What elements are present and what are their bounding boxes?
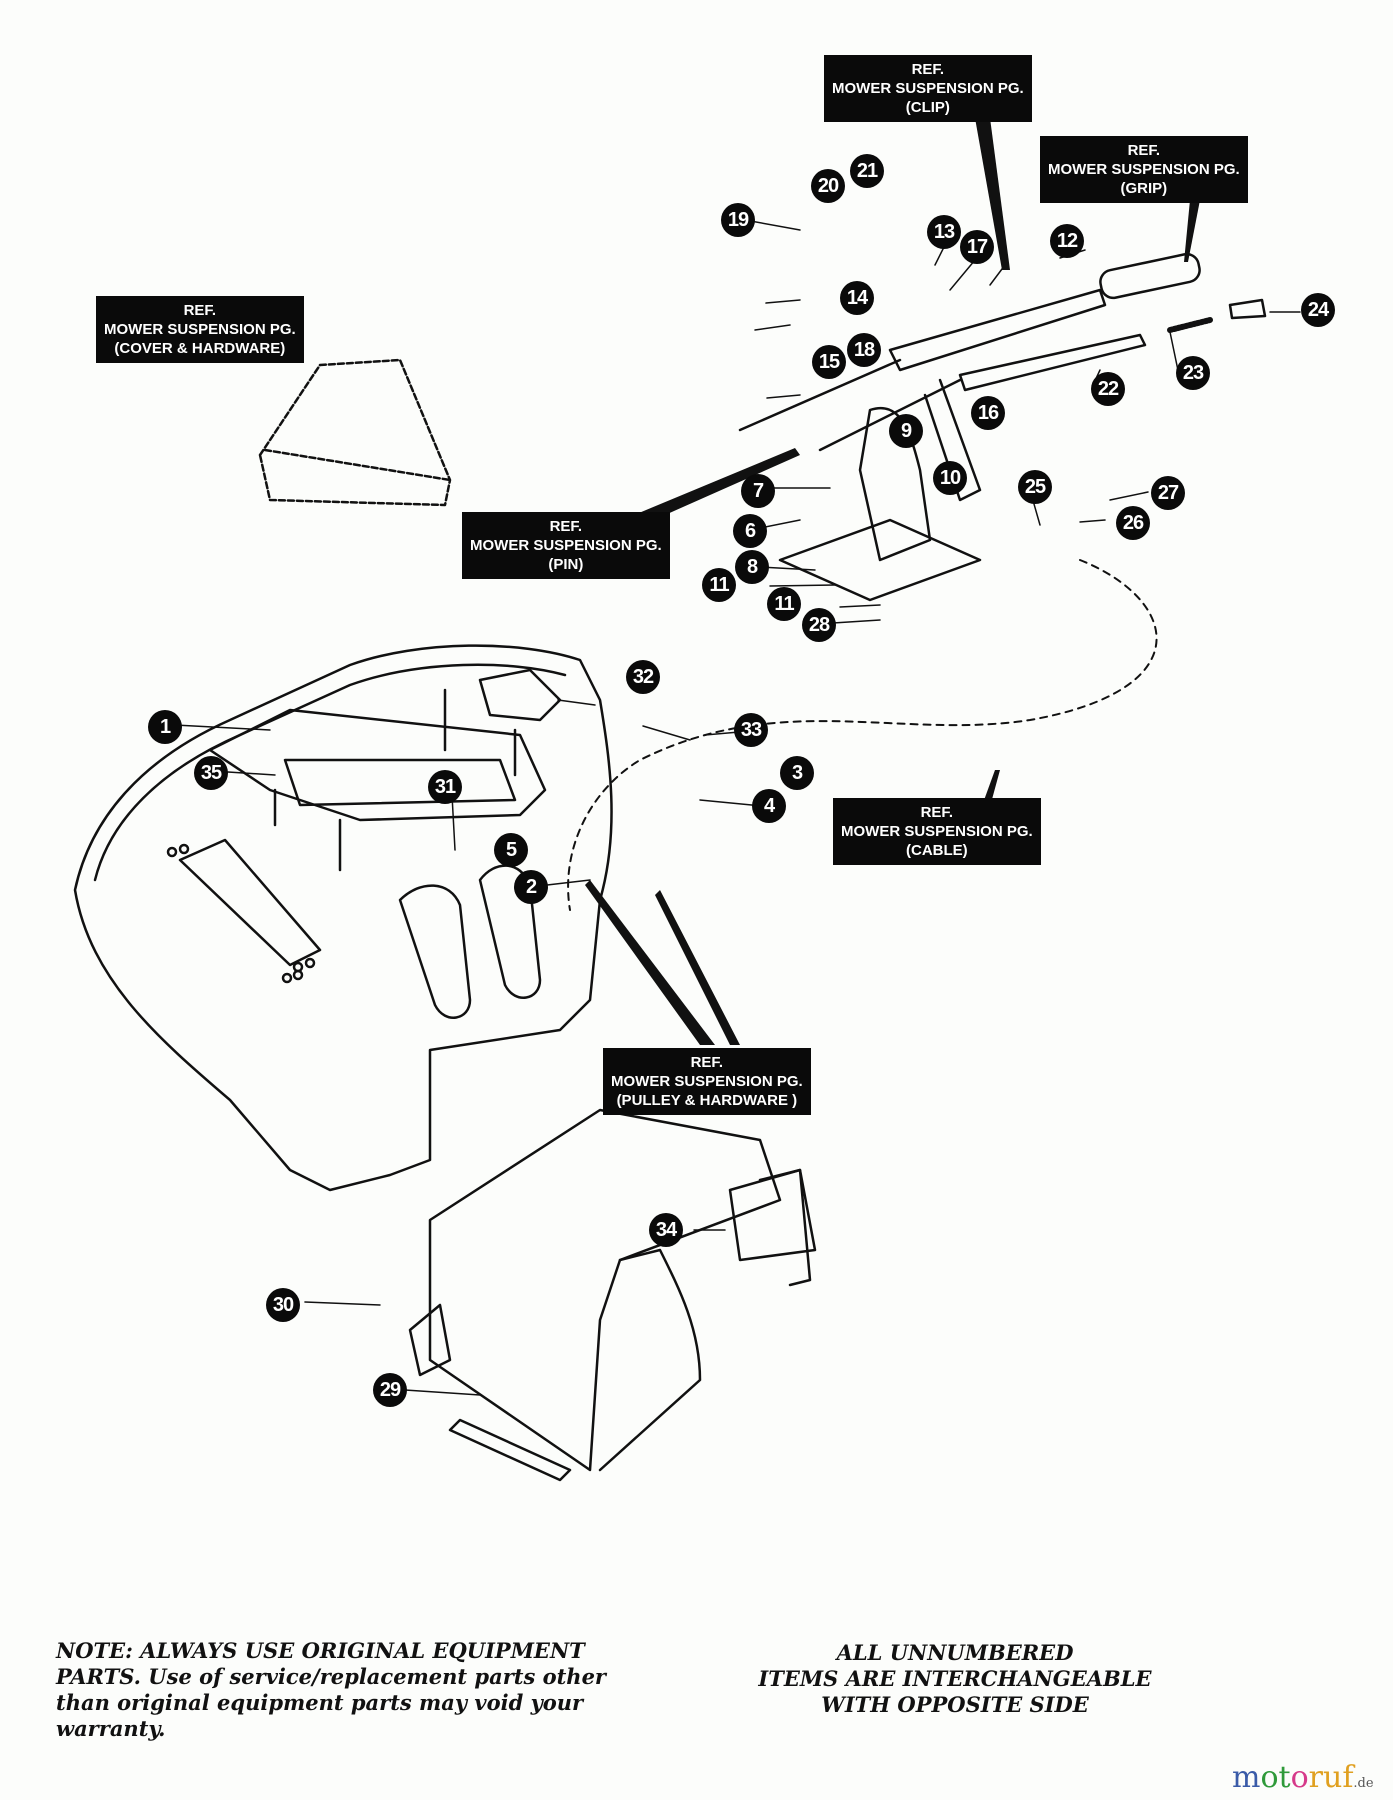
bracket-drawing <box>408 1108 817 1482</box>
ref-grip-line1: REF. <box>1127 142 1161 159</box>
ref-cover-line2: MOWER SUSPENSION PG. <box>104 321 296 338</box>
ref-grip-line2: MOWER SUSPENSION PG. <box>1048 161 1240 178</box>
callout-3[interactable]: 3 <box>780 756 814 790</box>
ref-box-cover[interactable]: REF. MOWER SUSPENSION PG. (COVER & HARDW… <box>96 296 304 363</box>
callout-24[interactable]: 24 <box>1301 293 1335 327</box>
callout-11a[interactable]: 11 <box>702 568 736 602</box>
ref-box-pulley[interactable]: REF. MOWER SUSPENSION PG. (PULLEY & HARD… <box>603 1048 811 1115</box>
callout-26[interactable]: 26 <box>1116 506 1150 540</box>
ref-pin-line1: REF. <box>549 518 583 535</box>
callout-16[interactable]: 16 <box>971 396 1005 430</box>
callout-23[interactable]: 23 <box>1176 356 1210 390</box>
interchangeable-note: ALL UNNUMBERED ITEMS ARE INTERCHANGEABLE… <box>730 1640 1180 1718</box>
ref-pulley-line1: REF. <box>690 1054 724 1071</box>
callout-2[interactable]: 2 <box>514 870 548 904</box>
reference-pointers[interactable] <box>585 118 1200 1045</box>
watermark-letter: m <box>1232 1760 1261 1795</box>
callout-8[interactable]: 8 <box>735 550 769 584</box>
callout-10[interactable]: 10 <box>933 461 967 495</box>
callout-18[interactable]: 18 <box>847 333 881 367</box>
callout-25[interactable]: 25 <box>1018 470 1052 504</box>
ref-cable-line2: MOWER SUSPENSION PG. <box>841 823 1033 840</box>
callout-5[interactable]: 5 <box>494 833 528 867</box>
ref-clip-line2: MOWER SUSPENSION PG. <box>832 80 1024 97</box>
callout-14[interactable]: 14 <box>840 281 874 315</box>
cable-path <box>567 559 1158 911</box>
callout-28[interactable]: 28 <box>802 608 836 642</box>
callout-29[interactable]: 29 <box>373 1373 407 1407</box>
fender-drawing <box>73 644 613 1192</box>
interchangeable-note-line1: ALL UNNUMBERED <box>836 1640 1074 1665</box>
ref-cable-line1: REF. <box>920 804 954 821</box>
warranty-note: NOTE: ALWAYS USE ORIGINAL EQUIPMENT PART… <box>56 1638 606 1742</box>
callout-19[interactable]: 19 <box>721 203 755 237</box>
ref-clip-line3: (CLIP) <box>905 99 950 116</box>
cover-drawing <box>258 358 452 507</box>
ref-box-cable[interactable]: REF. MOWER SUSPENSION PG. (CABLE) <box>833 798 1041 865</box>
callout-13[interactable]: 13 <box>927 215 961 249</box>
ref-cable-line3: (CABLE) <box>906 842 968 859</box>
callout-11b[interactable]: 11 <box>767 587 801 621</box>
callout-32[interactable]: 32 <box>626 660 660 694</box>
lift-lever-drawing <box>738 252 1267 602</box>
watermark-letter: o <box>1290 1760 1309 1795</box>
leader-lines <box>174 219 1301 1396</box>
callout-20[interactable]: 20 <box>811 169 845 203</box>
watermark-letter: o <box>1260 1760 1279 1795</box>
motoruf-watermark[interactable]: motoruf.de <box>1232 1760 1374 1795</box>
ref-pin-line2: MOWER SUSPENSION PG. <box>470 537 662 554</box>
warranty-note-line3: than original equipment parts may void y… <box>56 1690 584 1715</box>
ref-box-pin[interactable]: REF. MOWER SUSPENSION PG. (PIN) <box>462 512 670 579</box>
interchangeable-note-line3: WITH OPPOSITE SIDE <box>821 1692 1089 1717</box>
warranty-note-line4: warranty. <box>56 1716 166 1741</box>
warranty-note-line1: NOTE: ALWAYS USE ORIGINAL EQUIPMENT <box>56 1638 585 1663</box>
watermark-letter: f <box>1342 1760 1354 1795</box>
ref-box-clip[interactable]: REF. MOWER SUSPENSION PG. (CLIP) <box>824 55 1032 122</box>
watermark-letter: t <box>1278 1760 1291 1795</box>
ref-pulley-line3: (PULLEY & HARDWARE ) <box>616 1092 798 1109</box>
callout-6[interactable]: 6 <box>733 514 767 548</box>
callout-21[interactable]: 21 <box>850 154 884 188</box>
watermark-letter: r <box>1308 1760 1323 1795</box>
warranty-note-line2: PARTS. Use of service/replacement parts … <box>56 1664 606 1689</box>
watermark-letter: u <box>1322 1760 1343 1795</box>
callout-34[interactable]: 34 <box>649 1213 683 1247</box>
ref-pin-line3: (PIN) <box>548 556 584 573</box>
watermark-tld: .de <box>1353 1776 1374 1791</box>
ref-grip-line3: (GRIP) <box>1120 180 1168 197</box>
callout-4[interactable]: 4 <box>752 789 786 823</box>
interchangeable-note-line2: ITEMS ARE INTERCHANGEABLE <box>758 1666 1152 1691</box>
ref-cover-line1: REF. <box>183 302 217 319</box>
callout-27[interactable]: 27 <box>1151 476 1185 510</box>
callout-7[interactable]: 7 <box>741 474 775 508</box>
callout-1[interactable]: 1 <box>148 710 182 744</box>
callout-9[interactable]: 9 <box>889 414 923 448</box>
ref-pulley-line2: MOWER SUSPENSION PG. <box>611 1073 803 1090</box>
callout-15[interactable]: 15 <box>812 345 846 379</box>
callout-30[interactable]: 30 <box>266 1288 300 1322</box>
ref-box-grip[interactable]: REF. MOWER SUSPENSION PG. (GRIP) <box>1040 136 1248 203</box>
fender-bolts <box>273 688 517 872</box>
ref-cover-line3: (COVER & HARDWARE) <box>114 340 286 357</box>
callout-31[interactable]: 31 <box>428 770 462 804</box>
callout-35[interactable]: 35 <box>194 756 228 790</box>
ref-clip-line1: REF. <box>911 61 945 78</box>
callout-12[interactable]: 12 <box>1050 224 1084 258</box>
callout-17[interactable]: 17 <box>960 230 994 264</box>
callout-33[interactable]: 33 <box>734 713 768 747</box>
callout-22[interactable]: 22 <box>1091 372 1125 406</box>
